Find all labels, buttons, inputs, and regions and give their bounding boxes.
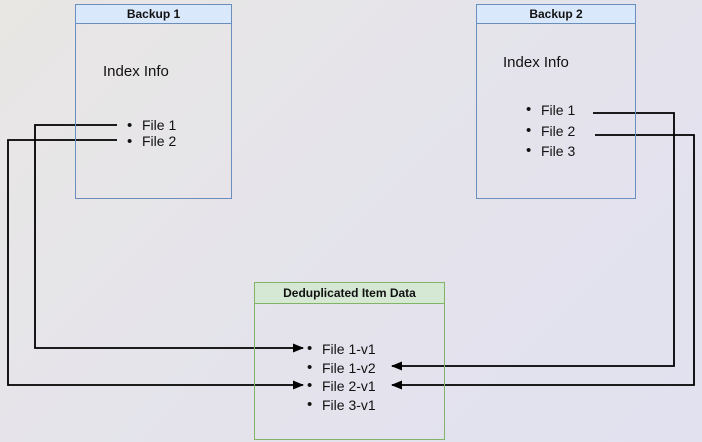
- list-item: File 2: [127, 133, 176, 150]
- dedup-title: Deduplicated Item Data: [255, 283, 444, 304]
- backup1-file-list: File 1 File 2: [127, 117, 176, 150]
- list-item: File 1-v2: [307, 359, 376, 378]
- list-item: File 2-v1: [307, 377, 376, 396]
- backup2-box: Backup 2 Index Info File 1 File 2 File 3: [476, 4, 636, 199]
- backup1-box: Backup 1 Index Info File 1 File 2: [75, 4, 232, 199]
- backup1-title: Backup 1: [76, 5, 231, 24]
- list-item: File 2: [526, 121, 575, 142]
- backup2-file-list: File 1 File 2 File 3: [526, 100, 575, 162]
- list-item: File 1: [127, 117, 176, 134]
- backup1-index-info-label: Index Info: [103, 63, 169, 80]
- deduplicated-item-data-box: Deduplicated Item Data File 1-v1 File 1-…: [254, 282, 445, 440]
- backup2-title: Backup 2: [477, 5, 635, 24]
- list-item: File 3: [526, 141, 575, 162]
- dedup-item-list: File 1-v1 File 1-v2 File 2-v1 File 3-v1: [307, 340, 376, 414]
- list-item: File 1: [526, 100, 575, 121]
- backup2-index-info-label: Index Info: [503, 54, 569, 71]
- list-item: File 3-v1: [307, 396, 376, 415]
- list-item: File 1-v1: [307, 340, 376, 359]
